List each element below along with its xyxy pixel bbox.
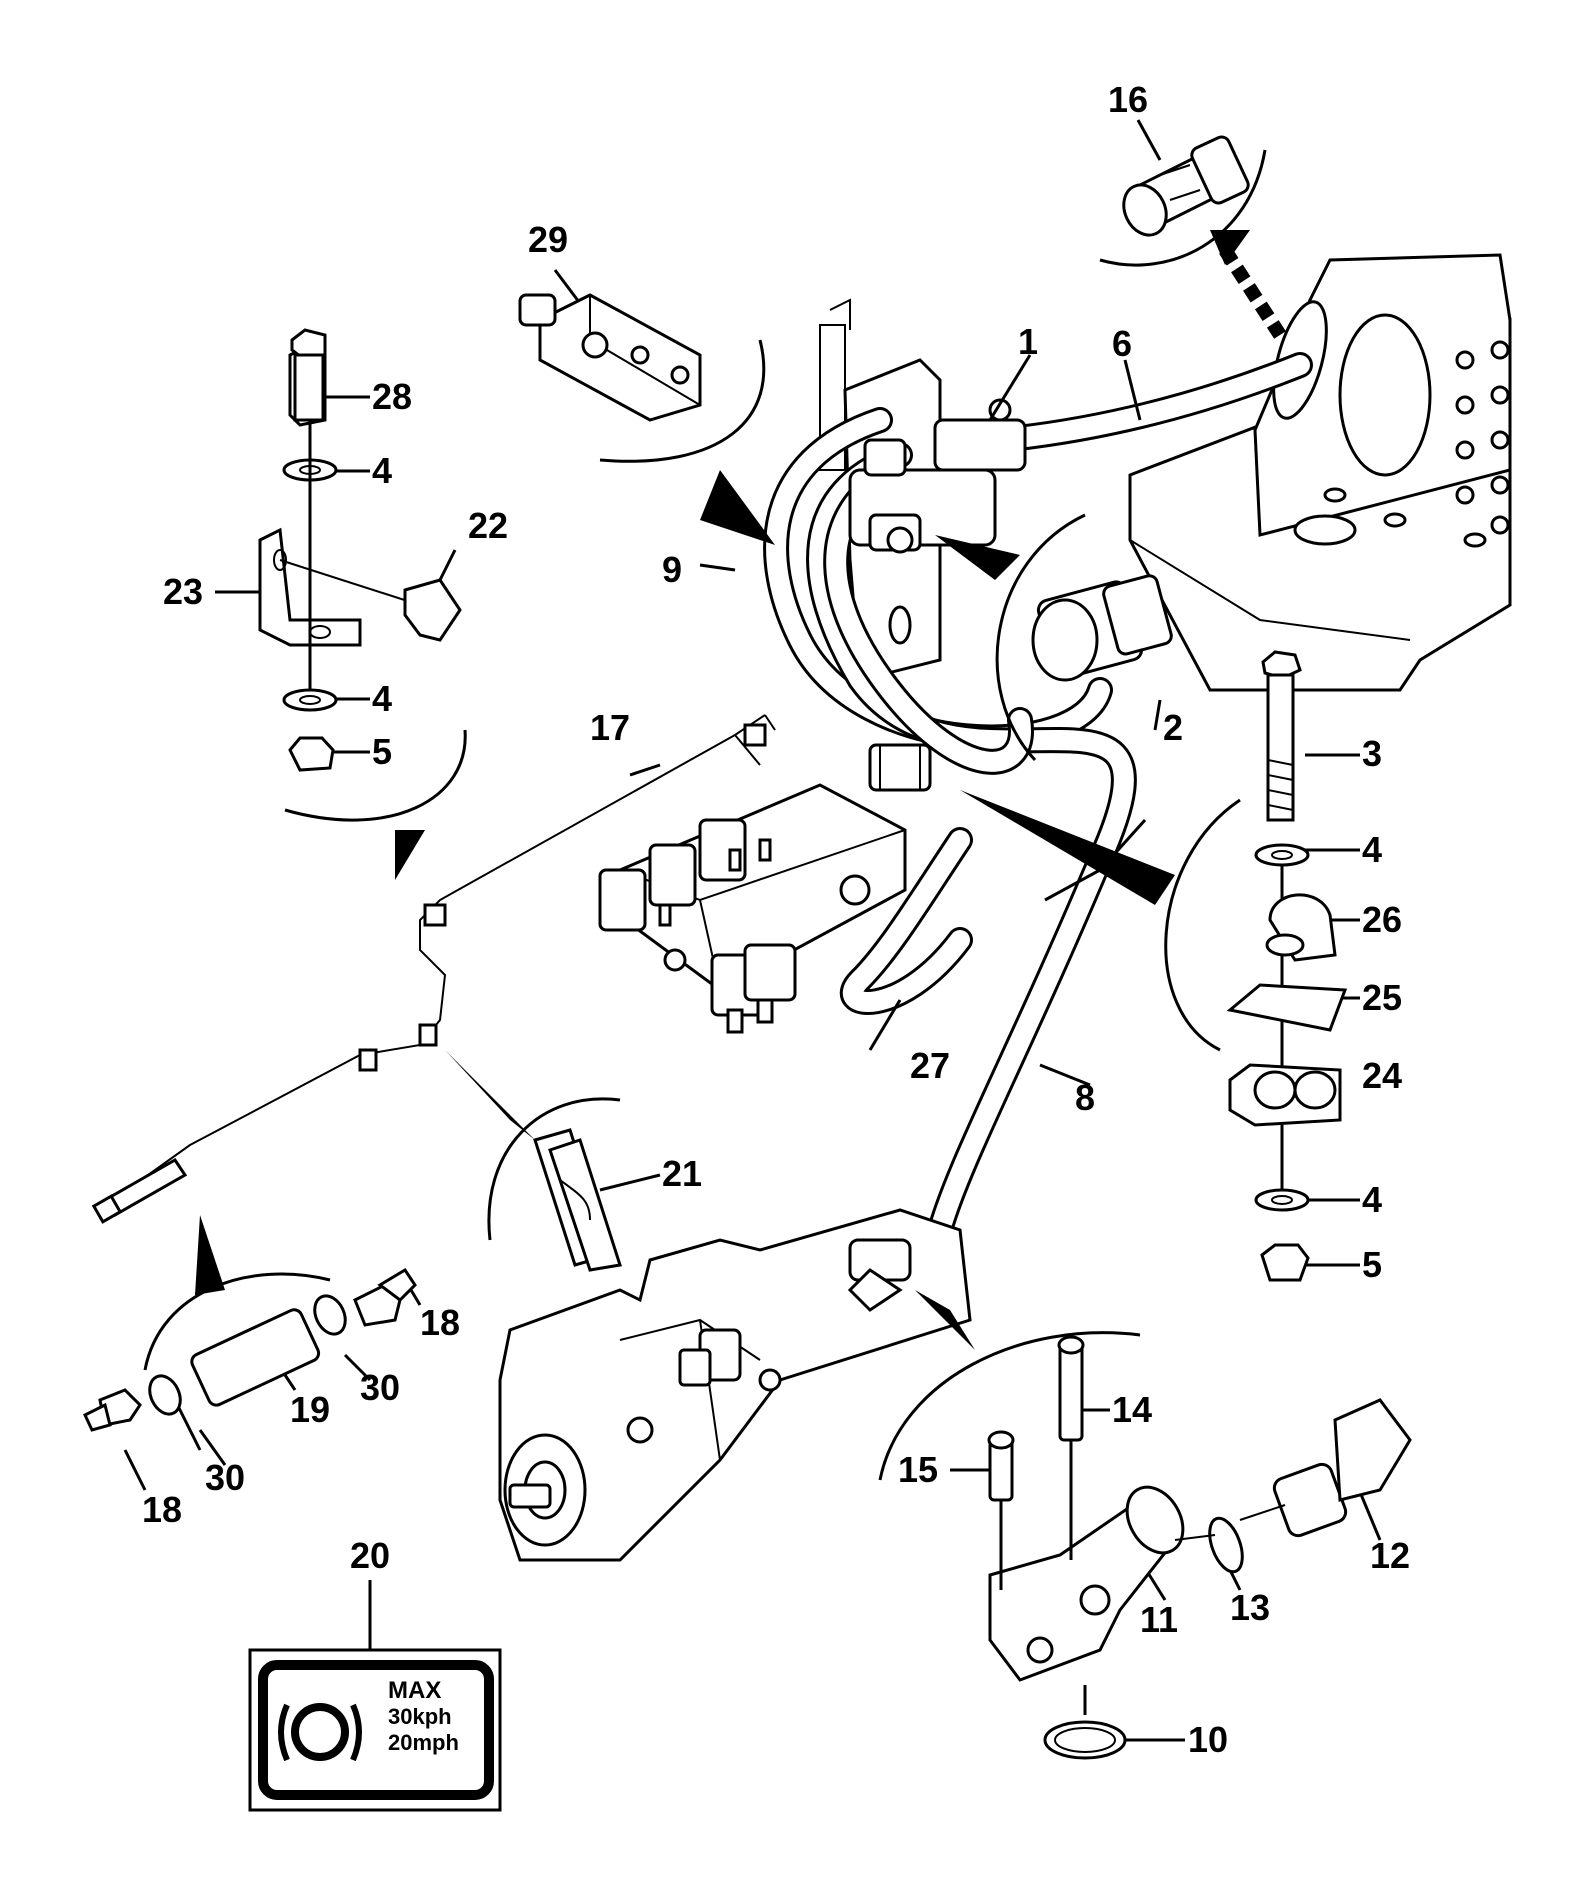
callout-1: 1 bbox=[1018, 321, 1038, 362]
callout-2: 2 bbox=[1163, 707, 1183, 748]
callout-18: 18 bbox=[420, 1302, 460, 1343]
callout-23: 23 bbox=[163, 571, 203, 612]
decal-mph-text: 20mph bbox=[388, 1730, 459, 1755]
mounting-bracket bbox=[518, 293, 702, 422]
callout-24: 24 bbox=[1362, 1055, 1402, 1096]
callout-15: 15 bbox=[898, 1449, 938, 1490]
decal-kph-text: 30kph bbox=[388, 1704, 452, 1729]
callout-27: 27 bbox=[910, 1045, 950, 1086]
callout-13: 13 bbox=[1230, 1587, 1270, 1628]
callout-6: 6 bbox=[1112, 323, 1132, 364]
callout-9: 9 bbox=[662, 549, 682, 590]
speed-limit-decal bbox=[248, 1648, 502, 1812]
callout-30: 30 bbox=[205, 1457, 245, 1498]
callout-4: 4 bbox=[372, 450, 392, 491]
inline-fittings bbox=[83, 1267, 417, 1432]
callout-30: 30 bbox=[360, 1367, 400, 1408]
hose-fitting bbox=[1031, 574, 1173, 682]
callout-11: 11 bbox=[1140, 1599, 1178, 1640]
callout-8: 8 bbox=[1075, 1077, 1095, 1118]
callout-4: 4 bbox=[1362, 829, 1382, 870]
pipe-clip bbox=[533, 1128, 622, 1272]
callout-12: 12 bbox=[1370, 1535, 1410, 1576]
callout-26: 26 bbox=[1362, 899, 1402, 940]
callout-4: 4 bbox=[1362, 1179, 1382, 1220]
callout-16: 16 bbox=[1108, 79, 1148, 120]
brake-pipe bbox=[119, 714, 766, 1196]
callout-18: 18 bbox=[142, 1489, 182, 1530]
decal-max-text: MAX bbox=[388, 1677, 441, 1704]
callout-21: 21 bbox=[662, 1153, 702, 1194]
callout-3: 3 bbox=[1362, 733, 1382, 774]
hydraulic-pump bbox=[498, 1208, 972, 1562]
callout-17: 17 bbox=[590, 707, 630, 748]
callout-4: 4 bbox=[372, 678, 392, 719]
pipe-end-fitting bbox=[91, 1158, 188, 1224]
callout-19: 19 bbox=[290, 1389, 330, 1430]
callout-5: 5 bbox=[1362, 1244, 1382, 1285]
hose-assembly bbox=[763, 352, 1313, 1243]
callout-10: 10 bbox=[1188, 1719, 1228, 1760]
callout-22: 22 bbox=[468, 505, 508, 546]
callout-28: 28 bbox=[372, 376, 412, 417]
clamp-fastener-stack bbox=[1226, 650, 1348, 1282]
callout-20: 20 bbox=[350, 1535, 390, 1576]
bracket-fastener-stack bbox=[258, 328, 462, 772]
quick-coupling bbox=[1122, 135, 1250, 237]
chassis-frame bbox=[1128, 253, 1512, 692]
hose-clamp-assembly bbox=[868, 743, 932, 792]
detail-arcs bbox=[143, 149, 1267, 1481]
elbow-fitting-assembly bbox=[987, 1335, 1412, 1760]
brake-valve bbox=[848, 398, 1027, 554]
valve-block bbox=[598, 783, 907, 1034]
callout-29: 29 bbox=[528, 219, 568, 260]
callout-25: 25 bbox=[1362, 977, 1402, 1018]
callout-14: 14 bbox=[1112, 1389, 1152, 1430]
callout-5: 5 bbox=[372, 731, 392, 772]
